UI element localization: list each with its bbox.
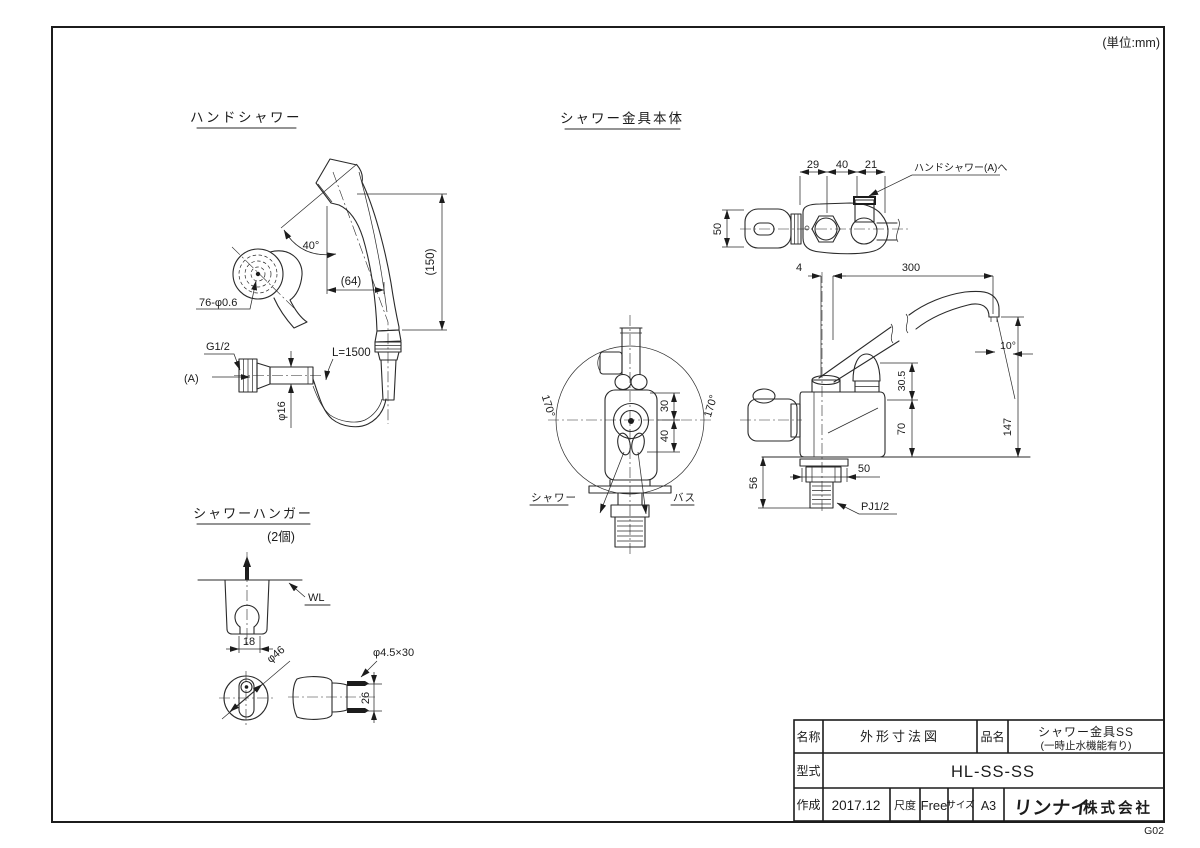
- body-title: シャワー金具本体: [560, 111, 684, 126]
- hanger-view: シャワーハンガー (2個) WL 18 φ46: [193, 506, 414, 726]
- dim-29: 29: [807, 159, 819, 171]
- dim-150: (150): [425, 248, 437, 275]
- dim-50-side: 50: [858, 463, 870, 475]
- dim-40-front: 40: [659, 430, 671, 442]
- body-side-view: 4 300 30.5 70 10° 147: [740, 262, 1033, 515]
- dim-spray-holes: 76-φ0.6: [199, 297, 237, 309]
- dim-70: 70: [896, 423, 908, 435]
- page-code: G02: [1144, 825, 1164, 837]
- body-views: シャワー金具本体 2: [529, 111, 1033, 556]
- wall-line-label: WL: [308, 592, 325, 604]
- dim-18: 18: [243, 636, 255, 648]
- shower-head-outline: [315, 158, 400, 332]
- tb-size-label: サイズ: [946, 799, 975, 811]
- dim-26: 26: [360, 692, 372, 704]
- title-block: 名称 外形寸法図 品名 シャワー金具SS (一時止水機能有り) 型式 HL-SS…: [793, 719, 1165, 822]
- tb-product-value-2: (一時止水機能有り): [1041, 739, 1132, 752]
- hand-shower-view: ハンドシャワー 40° (64) (150): [184, 110, 447, 428]
- hand-shower-title: ハンドシャワー: [190, 110, 302, 125]
- unit-note: (単位:mm): [1102, 35, 1160, 50]
- dim-50-top: 50: [712, 223, 724, 235]
- tb-name-value: 外形寸法図: [860, 729, 940, 744]
- company-logo: リンナイ: [1013, 797, 1091, 818]
- dim-300: 300: [902, 262, 920, 274]
- dim-64: (64): [341, 276, 362, 288]
- handle-top-view: [744, 208, 792, 249]
- dim-pin: φ4.5×30: [373, 647, 414, 659]
- body-top-view: 29 40 21 50 ハンドシャワー(A)へ: [712, 159, 1007, 255]
- tb-model-value: HL-SS-SS: [951, 763, 1035, 781]
- spray-face-detail: [231, 246, 308, 329]
- dim-4: 4: [796, 262, 802, 274]
- company-suffix: 株式会社: [1083, 799, 1153, 817]
- hanger-title: シャワーハンガー: [193, 506, 313, 521]
- dim-30-5: 30.5: [896, 371, 908, 392]
- hanger-qty: (2個): [267, 530, 295, 544]
- tb-scale-label: 尺度: [894, 798, 916, 812]
- g12-connector: [234, 358, 322, 393]
- ref-a-label: (A): [184, 373, 199, 385]
- dim-10deg: 10°: [1000, 340, 1016, 352]
- spout-outline: [818, 290, 1000, 383]
- tb-size-value: A3: [981, 799, 996, 813]
- tb-name-label: 名称: [796, 729, 820, 744]
- hanger-side-outline: [224, 579, 270, 635]
- tb-product-value-1: シャワー金具SS: [1038, 724, 1134, 739]
- shower-hose: [312, 378, 387, 428]
- dim-170-right: 170°: [702, 393, 720, 418]
- dim-pj12: PJ1/2: [861, 501, 889, 513]
- dim-170-left: 170°: [539, 393, 557, 418]
- dim-phi16: φ16: [276, 401, 288, 420]
- tb-created-label: 作成: [796, 798, 820, 812]
- shower-side-label: シャワー: [531, 492, 577, 504]
- tb-scale-value: Free: [921, 798, 948, 813]
- dim-21: 21: [865, 159, 877, 171]
- tb-model-label: 型式: [796, 764, 820, 778]
- tb-created-value: 2017.12: [832, 798, 881, 813]
- bath-side-label: バス: [673, 492, 696, 504]
- dim-56: 56: [748, 477, 760, 489]
- dim-147: 147: [1002, 418, 1014, 436]
- body-front-view: 170° 170° 30 40 シャワー バス: [529, 315, 720, 556]
- drawing-border: [51, 26, 1165, 823]
- dim-40-top: 40: [836, 159, 848, 171]
- dim-hose-length: L=1500: [332, 347, 371, 359]
- dim-30-front: 30: [659, 400, 671, 412]
- dim-40deg: 40°: [303, 240, 320, 252]
- to-hand-shower-label: ハンドシャワー(A)へ: [914, 163, 1007, 174]
- tb-product-label: 品名: [980, 729, 1004, 744]
- hanger-side2-outline: [292, 676, 333, 720]
- dim-phi46: φ46: [265, 644, 288, 666]
- dim-g12: G1/2: [206, 341, 230, 353]
